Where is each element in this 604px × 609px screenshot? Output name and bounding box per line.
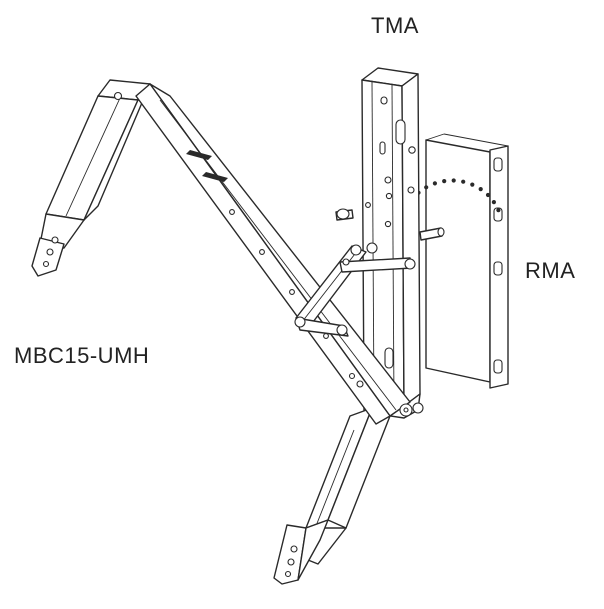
- tilt-hole: [424, 185, 429, 190]
- tilt-hole: [432, 181, 437, 186]
- mbc-label: MBC15-UMH: [14, 343, 150, 368]
- tilt-hole: [442, 179, 447, 184]
- tma-column: [361, 67, 421, 419]
- tilt-hole: [496, 208, 501, 213]
- rma-plate: [425, 133, 509, 389]
- mbc-lower-arm: [273, 407, 391, 585]
- tma-label: TMA: [371, 13, 419, 38]
- tilt-hole: [478, 187, 483, 192]
- mbc-cross-link: [294, 242, 416, 388]
- tilt-hole: [461, 179, 466, 184]
- tilt-hole: [491, 200, 496, 205]
- pin-with-bolt: [335, 208, 445, 241]
- tilt-hole: [485, 192, 491, 198]
- tilt-hole: [451, 178, 456, 183]
- lower-pivot: [399, 402, 424, 417]
- rma-label: RMA: [525, 258, 576, 283]
- tilt-hole: [470, 182, 475, 187]
- mbc-upper-arm: [31, 79, 151, 277]
